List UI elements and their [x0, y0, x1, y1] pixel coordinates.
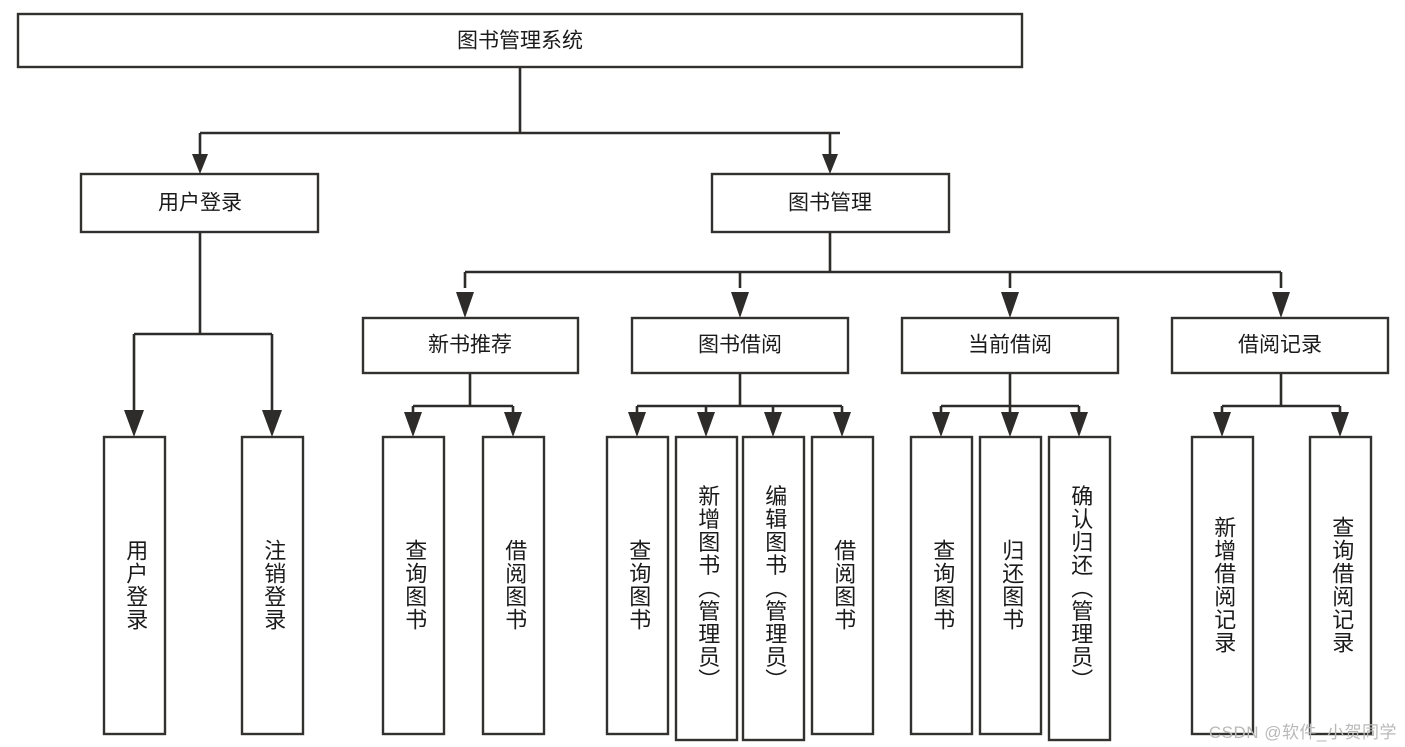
leaf-add-record[interactable]: 新增借阅记录 [1190, 435, 1255, 736]
leaf-query-record[interactable]: 查询借阅记录 [1308, 435, 1373, 736]
arrowhead-to-user-login [192, 154, 208, 174]
leaf-add-book[interactable]: 新增图书（管理员） [674, 435, 739, 742]
leaf-logout-login-label: 注销登录 [261, 539, 286, 631]
arrowhead-leaf-confirm-return [1070, 412, 1088, 437]
arrowhead-leaf-logout-login [262, 410, 282, 437]
leaf-logout-login[interactable]: 注销登录 [240, 435, 305, 736]
arrowhead-leaf-add-book [697, 412, 715, 437]
leaf-query-book-2[interactable]: 查询图书 [605, 435, 670, 736]
node-book-borrow-box[interactable] [630, 316, 850, 375]
arrowhead-leaf-borrow-book-2 [833, 412, 851, 437]
leaf-query-book-2-label: 查询图书 [626, 539, 651, 631]
node-current-borrow-box[interactable] [900, 316, 1120, 375]
connector-root-to-level2 [198, 67, 840, 166]
arrowhead-leaf-query-book-3 [932, 412, 950, 437]
node-current-borrow-label: 当前借阅 [968, 334, 1052, 357]
leaf-query-book-3-label: 查询图书 [930, 539, 955, 631]
leaf-query-record-box[interactable] [1308, 435, 1373, 736]
arrowhead-leaf-user-login [124, 410, 144, 437]
node-current-borrow[interactable]: 当前借阅 [900, 316, 1120, 375]
leaf-borrow-book-1-label: 借阅图书 [502, 539, 527, 631]
connector-borrow-record-to-leaves [1220, 373, 1342, 414]
connector-current-borrow-to-leaves [939, 373, 1081, 414]
arrowhead-to-borrow-record [1272, 292, 1290, 318]
leaf-user-login-box[interactable] [102, 435, 167, 736]
leaf-return-book-box[interactable] [978, 435, 1043, 736]
leaf-add-book-label: 新增图书（管理员） [695, 485, 720, 692]
node-borrow-record-label: 借阅记录 [1238, 334, 1322, 357]
leaf-add-record-label: 新增借阅记录 [1211, 516, 1236, 654]
arrowhead-to-book-borrow [731, 292, 749, 318]
node-user-login-box[interactable] [79, 172, 320, 234]
arrowhead-leaf-return-book [1001, 412, 1019, 437]
node-new-book-recommend-box[interactable] [361, 316, 580, 375]
leaf-query-record-label: 查询借阅记录 [1329, 516, 1354, 654]
leaf-logout-login-box[interactable] [240, 435, 305, 736]
leaf-edit-book-label: 编辑图书（管理员） [762, 485, 787, 692]
leaf-edit-book[interactable]: 编辑图书（管理员） [741, 435, 806, 742]
connector-book-borrow-to-leaves [635, 373, 844, 414]
arrowhead-to-book-manage [822, 154, 838, 174]
node-user-login[interactable]: 用户登录 [79, 172, 320, 234]
leaf-borrow-book-2-label: 借阅图书 [831, 539, 856, 631]
arrowhead-to-current-borrow [1001, 292, 1019, 318]
arrowhead-leaf-borrow-book-1 [504, 412, 522, 437]
node-book-manage[interactable]: 图书管理 [710, 172, 951, 234]
leaf-confirm-return-box[interactable] [1047, 435, 1112, 742]
node-book-borrow-label: 图书借阅 [698, 334, 782, 357]
leaf-query-book-2-box[interactable] [605, 435, 670, 736]
leaf-query-book-1[interactable]: 查询图书 [381, 435, 446, 736]
node-book-manage-box[interactable] [710, 172, 951, 234]
connector-book-manage-to-level3 [463, 232, 1283, 288]
arrowhead-leaf-add-record [1213, 412, 1231, 437]
node-user-login-label: 用户登录 [158, 192, 242, 215]
node-borrow-record-box[interactable] [1170, 316, 1390, 375]
leaf-borrow-book-2-box[interactable] [810, 435, 875, 736]
leaf-query-book-3-box[interactable] [909, 435, 974, 736]
arrowhead-leaf-query-record [1331, 412, 1349, 437]
leaf-return-book[interactable]: 归还图书 [978, 435, 1043, 736]
node-new-book-recommend-label: 新书推荐 [428, 334, 512, 357]
leaf-return-book-label: 归还图书 [999, 539, 1024, 631]
arrowhead-leaf-query-book-2 [628, 412, 646, 437]
leaf-confirm-return[interactable]: 确认归还（管理员） [1047, 435, 1112, 742]
leaf-user-login[interactable]: 用户登录 [102, 435, 167, 736]
node-new-book-recommend[interactable]: 新书推荐 [361, 316, 580, 375]
leaf-edit-book-box[interactable] [741, 435, 806, 742]
node-book-borrow[interactable]: 图书借阅 [630, 316, 850, 375]
leaf-borrow-book-1-box[interactable] [481, 435, 546, 736]
connector-user-login-to-leaves [132, 232, 274, 410]
leaf-query-book-1-label: 查询图书 [402, 539, 427, 631]
leaf-query-book-3[interactable]: 查询图书 [909, 435, 974, 736]
arrowhead-leaf-query-book-1 [404, 412, 422, 437]
connector-new-book-recommend-to-leaves [411, 373, 515, 414]
connector-layer [124, 67, 1349, 437]
node-book-manage-label: 图书管理 [788, 192, 872, 215]
leaf-add-record-box[interactable] [1190, 435, 1255, 736]
node-root-box[interactable] [16, 12, 1024, 69]
leaf-confirm-return-label: 确认归还（管理员） [1068, 485, 1093, 692]
node-borrow-record[interactable]: 借阅记录 [1170, 316, 1390, 375]
arrowhead-leaf-edit-book [764, 412, 782, 437]
node-root[interactable]: 图书管理系统 [16, 12, 1024, 69]
leaf-user-login-label: 用户登录 [123, 539, 148, 631]
leaf-borrow-book-2[interactable]: 借阅图书 [810, 435, 875, 736]
node-root-label: 图书管理系统 [457, 30, 583, 53]
leaf-borrow-book-1[interactable]: 借阅图书 [481, 435, 546, 736]
leaf-add-book-box[interactable] [674, 435, 739, 742]
leaf-query-book-1-box[interactable] [381, 435, 446, 736]
arrowhead-to-new-book-recommend [456, 292, 474, 318]
